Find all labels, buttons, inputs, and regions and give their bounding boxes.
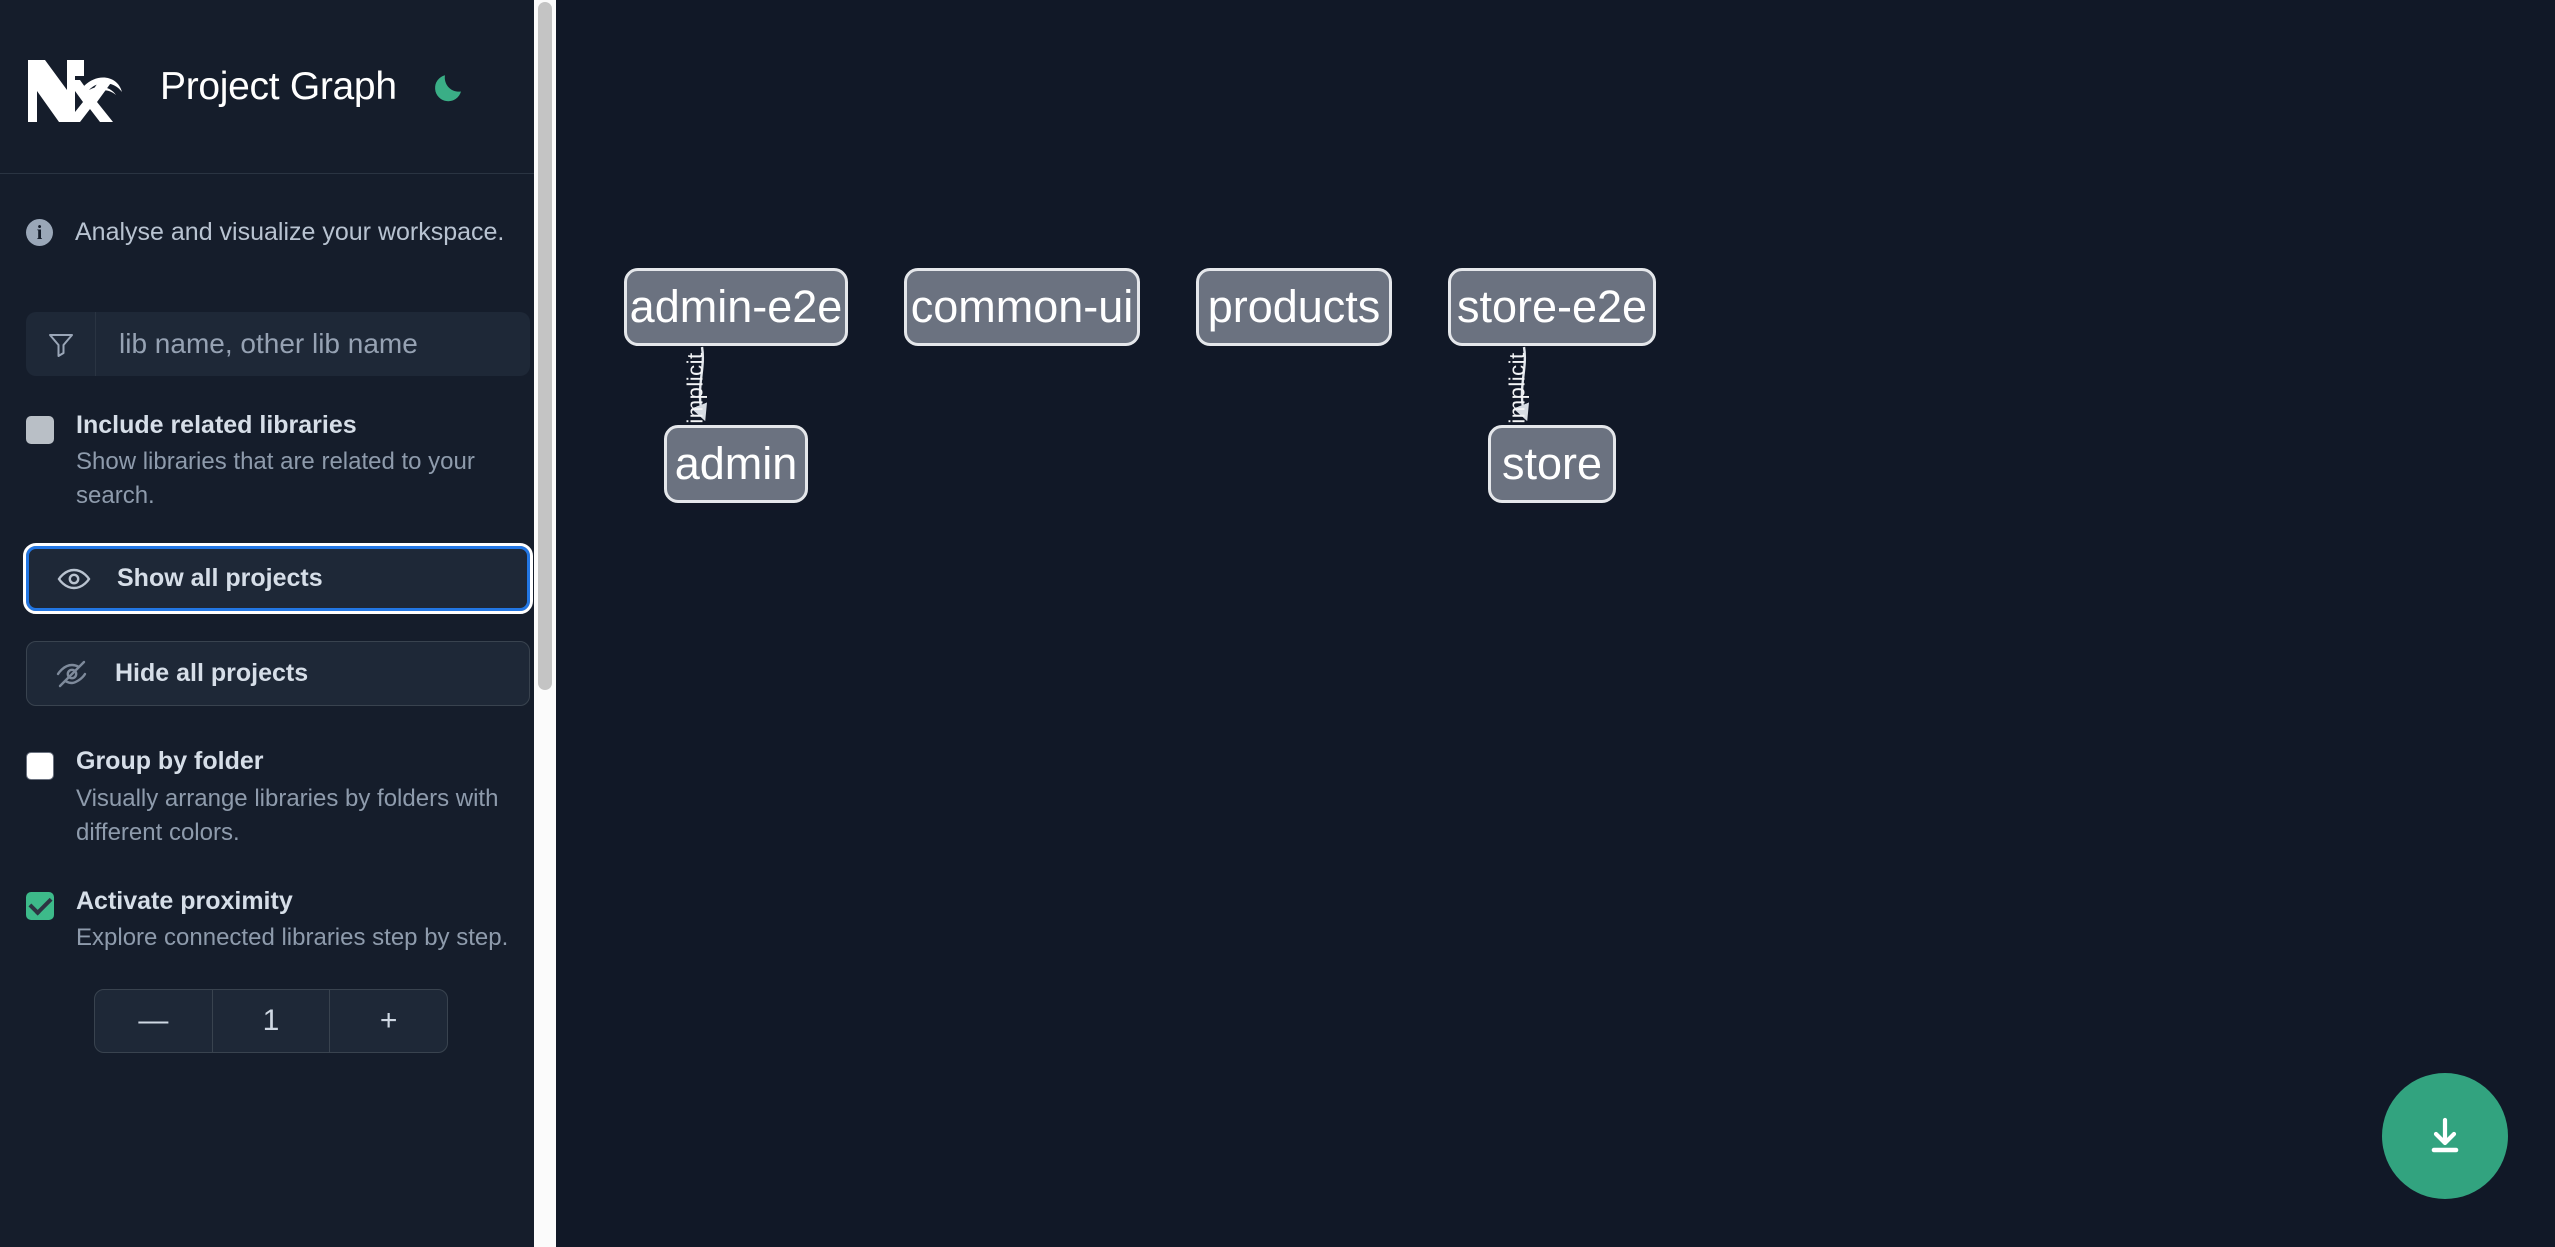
graph-node-admin[interactable]: admin [664,425,808,503]
option-activate-proximity[interactable]: Activate proximity Explore connected lib… [26,886,530,955]
option-include-related-libraries[interactable]: Include related libraries Show libraries… [26,410,530,513]
filter-icon [26,312,96,376]
graph-edges [691,346,1530,422]
checkbox-activate-proximity[interactable] [26,891,54,920]
search-field[interactable] [26,312,530,376]
option-texts: Group by folder Visually arrange librari… [76,746,516,849]
proximity-stepper[interactable]: — 1 + [94,989,448,1054]
graph-node-admin-e2e[interactable]: admin-e2e [624,268,848,346]
option-description: Explore connected libraries step by step… [76,924,509,952]
proximity-decrement-button[interactable]: — [95,990,213,1053]
option-label: Include related libraries [76,411,357,439]
edge-label-store-implicit: implicit [1504,352,1530,424]
sidebar-scrollbar-track[interactable] [534,0,556,1247]
sidebar-body: Include related libraries Show libraries… [0,312,556,1054]
proximity-value: 1 [262,1004,280,1038]
graph-node-store-e2e[interactable]: store-e2e [1448,268,1656,346]
option-description: Visually arrange libraries by folders wi… [76,784,499,846]
option-label: Activate proximity [76,886,293,915]
option-texts: Include related libraries Show libraries… [76,410,516,513]
option-description: Show libraries that are related to your … [76,448,475,510]
sidebar-header: Project Graph [0,0,556,174]
graph-node-store[interactable]: store [1488,425,1616,503]
hide-all-projects-button[interactable]: Hide all projects [26,641,530,707]
nx-logo-icon [26,52,122,122]
tagline-text: Analyse and visualize your workspace. [75,218,505,246]
graph-canvas[interactable]: implicit implicit admin-e2e common-ui pr… [556,0,2555,1247]
option-label: Group by folder [76,747,264,776]
checkbox-group-by-folder[interactable] [26,752,54,781]
download-graph-button[interactable] [2382,1073,2508,1199]
edge-label-admin-implicit: implicit [682,352,708,424]
option-group-by-folder[interactable]: Group by folder Visually arrange librari… [26,746,530,849]
eye-slash-icon [55,657,89,691]
checkbox-include-related-libraries[interactable] [26,416,54,444]
hide-all-projects-label: Hide all projects [115,659,309,688]
download-icon [2421,1111,2469,1162]
sidebar-scrollbar-thumb[interactable] [538,2,552,690]
search-input[interactable] [96,312,530,376]
show-all-projects-button[interactable]: Show all projects [23,543,533,615]
show-all-projects-label: Show all projects [117,564,323,593]
proximity-increment-button[interactable]: + [329,990,447,1053]
info-icon: i [26,219,53,246]
workspace-tagline: i Analyse and visualize your workspace. [0,174,556,247]
eye-icon [57,562,91,596]
option-texts: Activate proximity Explore connected lib… [76,886,508,955]
page-title: Project Graph [160,64,397,108]
moon-icon[interactable] [427,64,473,110]
graph-node-products[interactable]: products [1196,268,1392,346]
graph-node-common-ui[interactable]: common-ui [904,268,1140,346]
sidebar: Project Graph i Analyse and visualize yo… [0,0,556,1247]
